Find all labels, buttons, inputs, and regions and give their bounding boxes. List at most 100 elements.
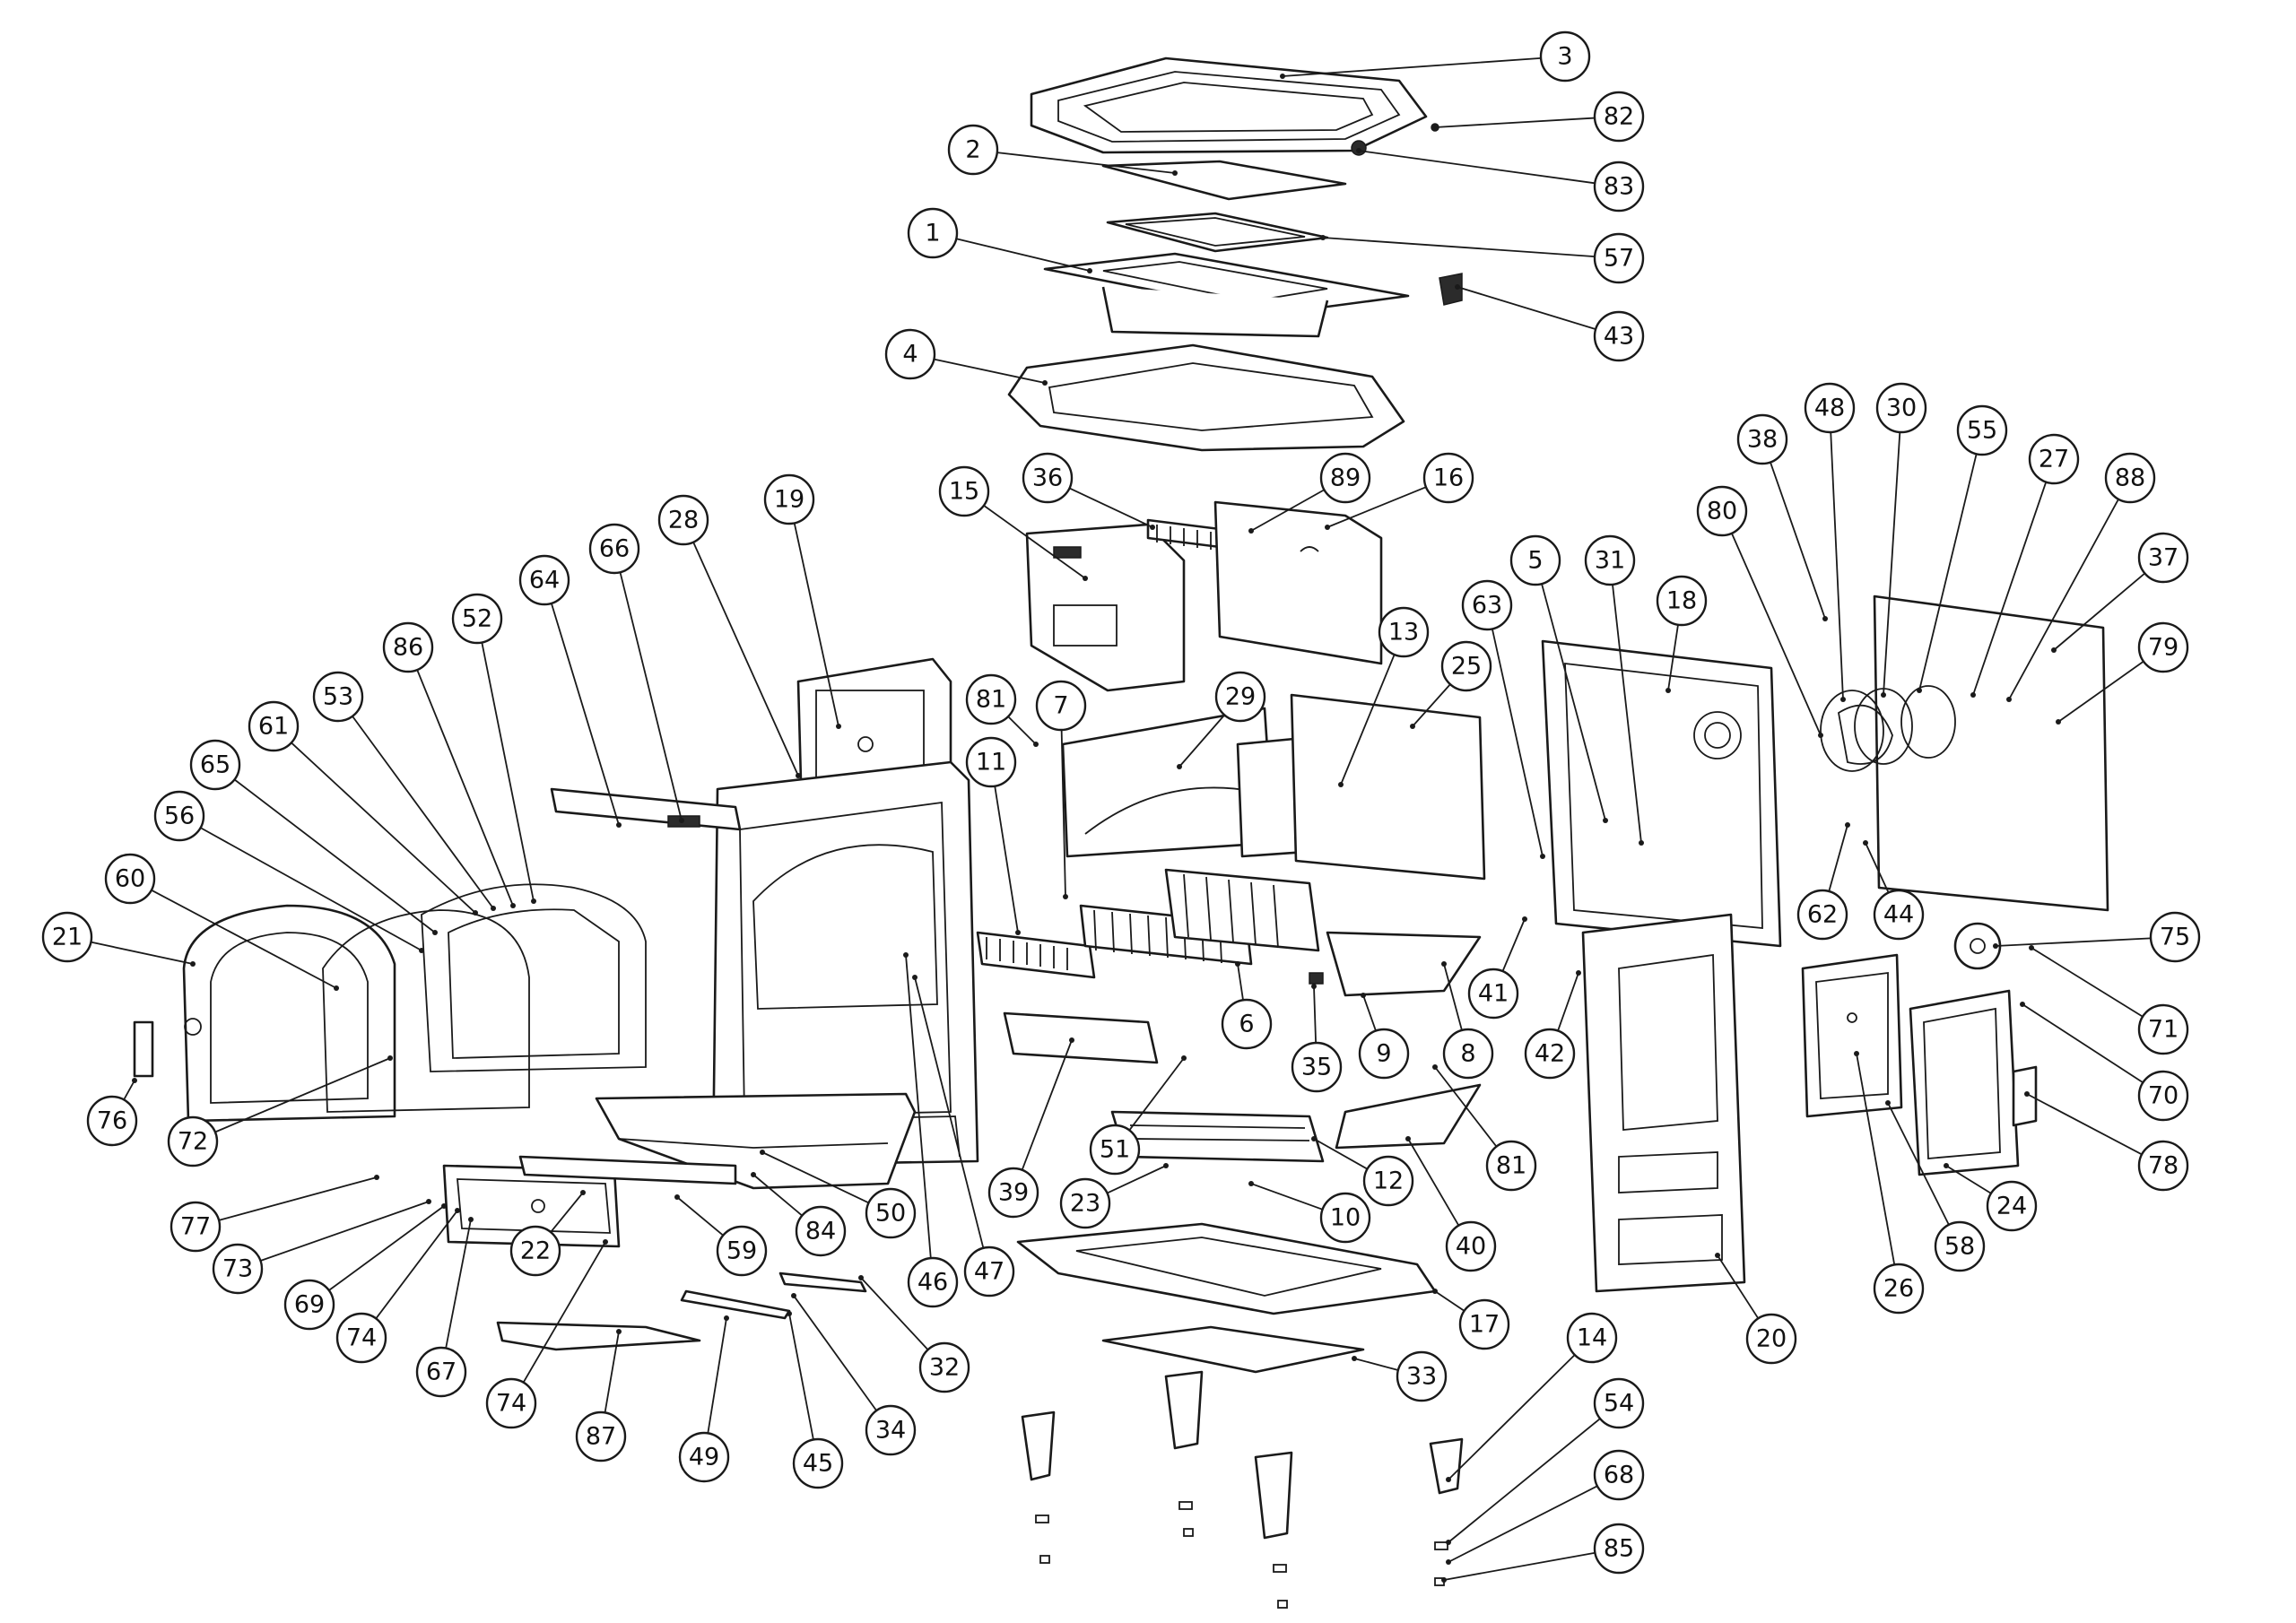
leader-line-81 <box>1007 716 1037 745</box>
leader-line-78 <box>2026 1093 2143 1156</box>
callout-label: 14 <box>1577 1324 1607 1352</box>
callout-label: 10 <box>1330 1204 1361 1232</box>
leader-line-31 <box>1612 584 1642 844</box>
callout-circle <box>1458 1298 1510 1350</box>
callout-71: 71 <box>2137 1003 2189 1055</box>
callout-73: 73 <box>212 1243 264 1295</box>
callout-circle <box>1319 1192 1371 1244</box>
callout-circle <box>485 1377 537 1429</box>
leader-line-15 <box>983 505 1086 579</box>
callout-label: 68 <box>1604 1462 1634 1489</box>
leader-dot-36 <box>1150 525 1155 530</box>
leader-dot-2 <box>1172 170 1178 176</box>
leader-dot-40 <box>1405 1136 1411 1141</box>
callout-circle <box>907 1256 959 1308</box>
callout-label: 42 <box>1535 1040 1565 1068</box>
leader-line-68 <box>1448 1485 1598 1563</box>
leader-line-82 <box>1434 117 1596 128</box>
callout-55: 55 <box>1956 404 2008 456</box>
callout-label: 74 <box>346 1324 377 1352</box>
callout-circle <box>1221 998 1273 1050</box>
callout-circle <box>312 671 364 723</box>
leader-line-16 <box>1326 486 1427 528</box>
callout-circle <box>1461 579 1513 631</box>
gasket-57 <box>1106 212 1329 253</box>
callout-label: 17 <box>1469 1311 1500 1339</box>
callout-52: 52 <box>451 593 503 645</box>
leader-line-11 <box>994 785 1019 933</box>
leader-dot-6 <box>1235 961 1240 967</box>
callout-53: 53 <box>312 671 364 723</box>
callout-circle <box>1214 671 1266 723</box>
leader-dot-17 <box>1432 1289 1438 1294</box>
leader-line-85 <box>1443 1551 1596 1581</box>
leader-dot-47 <box>912 975 918 980</box>
leader-line-81 <box>1434 1066 1498 1148</box>
callout-69: 69 <box>283 1279 335 1331</box>
callout-25: 25 <box>1440 640 1492 692</box>
callout-circle <box>2104 452 2156 504</box>
callout-label: 6 <box>1239 1011 1254 1038</box>
leader-dot-55 <box>1917 688 1922 693</box>
leader-line-44 <box>1865 842 1890 893</box>
callout-12: 12 <box>1362 1155 1414 1207</box>
side-panel-18 <box>1541 639 1782 948</box>
callout-circle <box>1875 382 1927 434</box>
top-frame-1 <box>1043 252 1463 338</box>
callout-circle <box>1593 1377 1645 1429</box>
callout-14: 14 <box>1566 1312 1618 1364</box>
leader-line-35 <box>1313 985 1317 1044</box>
grate-11 <box>976 931 1096 979</box>
leader-dot-22 <box>580 1190 586 1195</box>
callout-70: 70 <box>2137 1070 2189 1122</box>
callout-label: 27 <box>2039 446 2069 473</box>
leader-line-84 <box>752 1174 803 1217</box>
callout-label: 37 <box>2148 544 2179 572</box>
poker-tools <box>496 1271 867 1351</box>
leader-line-77 <box>218 1176 378 1221</box>
leader-dot-9 <box>1361 993 1366 998</box>
callout-label: 79 <box>2148 634 2179 662</box>
leader-line-74 <box>522 1241 606 1384</box>
leader-line-51 <box>1128 1057 1185 1131</box>
callout-circle <box>1873 1263 1925 1315</box>
leader-line-10 <box>1250 1183 1323 1211</box>
callout-56: 56 <box>153 790 205 842</box>
leader-dot-16 <box>1325 525 1330 530</box>
callout-circle <box>1378 606 1430 658</box>
leader-line-37 <box>2053 572 2145 651</box>
top-ring-4 <box>1007 343 1405 452</box>
leader-dot-43 <box>1455 284 1460 290</box>
callout-circle <box>1362 1155 1414 1207</box>
panel-25 <box>1290 693 1486 881</box>
grate-12 <box>1110 1110 1325 1163</box>
leader-line-55 <box>1918 454 1978 691</box>
callout-circle <box>1934 1220 1986 1272</box>
callout-circle <box>509 1225 561 1277</box>
callout-58: 58 <box>1934 1220 1986 1272</box>
leader-dot-53 <box>491 906 496 911</box>
callout-circle <box>795 1205 847 1257</box>
callout-17: 17 <box>1458 1298 1510 1350</box>
callout-74: 74 <box>485 1377 537 1429</box>
callout-circle <box>1584 534 1636 586</box>
leader-line-36 <box>1069 487 1153 528</box>
leader-line-19 <box>793 523 839 727</box>
leader-line-39 <box>1021 1039 1073 1171</box>
glass-86 <box>421 883 647 1072</box>
callout-circle <box>1485 1140 1537 1192</box>
leader-line-86 <box>416 669 514 907</box>
callout-78: 78 <box>2137 1140 2189 1192</box>
leader-line-4 <box>934 358 1046 384</box>
callout-35: 35 <box>1291 1041 1343 1093</box>
leader-dot-50 <box>760 1150 765 1155</box>
callout-label: 19 <box>774 486 804 514</box>
leader-dot-31 <box>1639 840 1644 846</box>
glass-65 <box>322 909 530 1113</box>
leader-dot-49 <box>724 1315 729 1321</box>
callout-18: 18 <box>1656 575 1708 627</box>
callout-label: 81 <box>1496 1152 1526 1180</box>
leader-dot-30 <box>1881 692 1886 698</box>
leader-line-70 <box>2022 1003 2144 1084</box>
callout-circle <box>1467 968 1519 1020</box>
